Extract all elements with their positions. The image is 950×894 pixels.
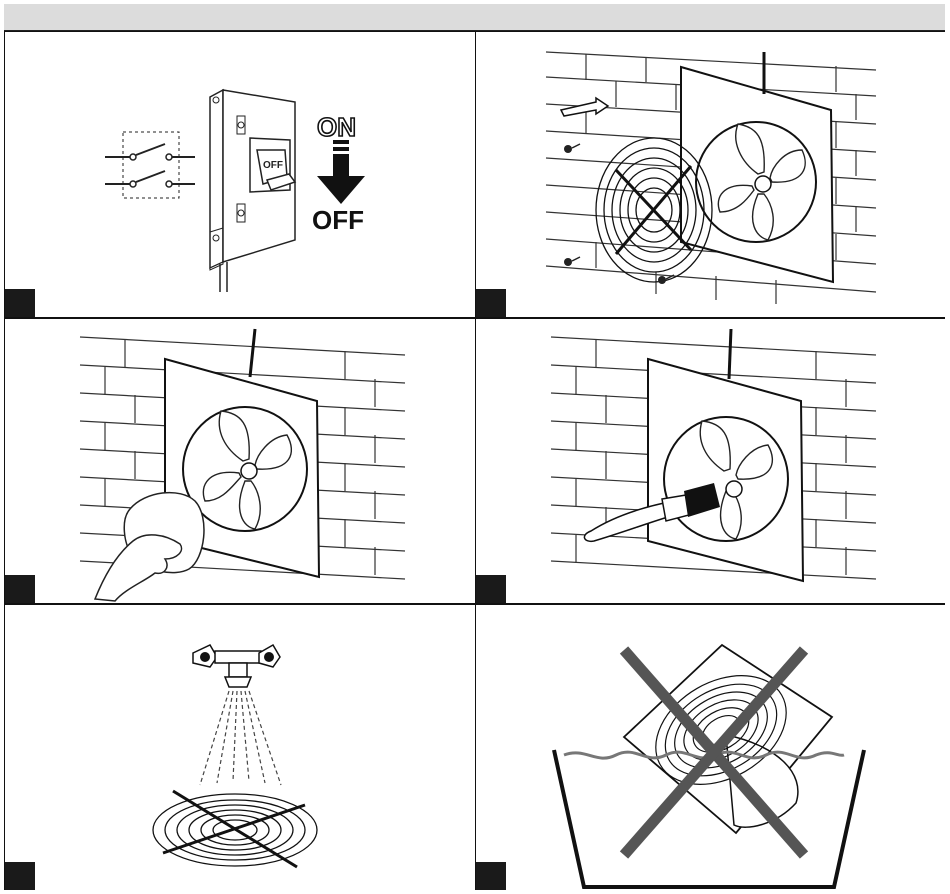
- step-6-panel: [476, 605, 946, 890]
- step-3-panel: [5, 319, 475, 603]
- step-5-badge: [5, 862, 35, 890]
- brush-clean-icon: [476, 319, 946, 603]
- step-4-panel: [476, 319, 946, 603]
- step-2-badge: [476, 289, 506, 317]
- breaker-switch-label: OFF: [263, 160, 283, 171]
- step-6-badge: [476, 862, 506, 890]
- wipe-cloth-icon: [5, 319, 475, 603]
- faucet-rinse-icon: [5, 605, 475, 890]
- step-4-badge: [476, 575, 506, 603]
- circuit-breaker-icon: OFF ON OFF: [5, 32, 475, 317]
- step-2-panel: [476, 32, 946, 317]
- on-label: ON: [317, 112, 356, 142]
- instruction-grid: OFF ON OFF: [4, 31, 945, 890]
- step-1-badge: [5, 289, 35, 317]
- step-1-panel: OFF ON OFF: [5, 32, 475, 317]
- step-5-panel: [5, 605, 475, 890]
- step-3-badge: [5, 575, 35, 603]
- off-label: OFF: [312, 205, 364, 235]
- header-bar: [4, 4, 945, 31]
- remove-grille-icon: [476, 32, 946, 317]
- no-immersion-icon: [476, 605, 946, 890]
